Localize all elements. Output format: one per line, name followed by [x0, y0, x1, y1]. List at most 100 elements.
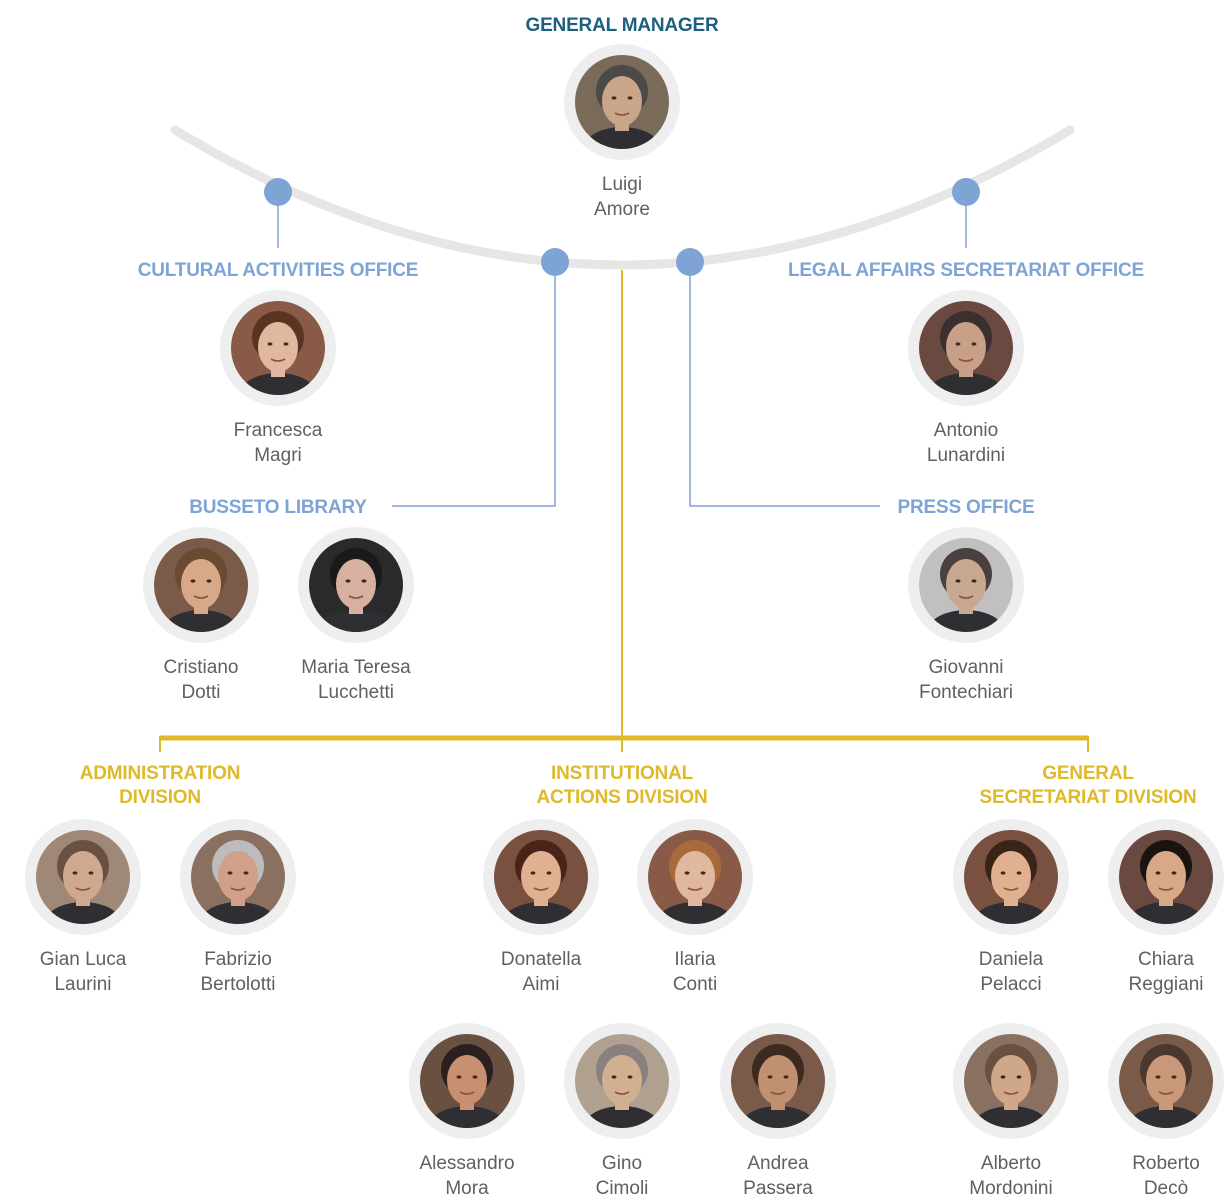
person-first-name: Luigi [601, 174, 643, 195]
person-first-name: Donatella [500, 949, 582, 970]
portrait-photo [154, 538, 248, 632]
portrait-image [1119, 830, 1213, 924]
portrait-photo [919, 301, 1013, 395]
person-last-name: Lunardini [926, 445, 1006, 466]
arc-connector [170, 125, 1075, 270]
portrait-photo [309, 538, 403, 632]
person-first-name: Daniela [978, 949, 1044, 970]
portrait-photo [964, 830, 1058, 924]
person-last-name: Bertolotti [200, 974, 276, 995]
node-dot-library [541, 248, 569, 276]
person-first-name: Roberto [1132, 1153, 1200, 1174]
portrait-photo [1119, 830, 1213, 924]
person-last-name: Decò [1143, 1178, 1189, 1199]
person-first-name: Alberto [980, 1153, 1042, 1174]
legal-office-title: LEGAL AFFAIRS SECRETARIAT OFFICE [787, 260, 1144, 281]
person-first-name: Alessandro [419, 1153, 515, 1174]
portrait-image [36, 830, 130, 924]
person-last-name: Conti [672, 974, 718, 995]
portrait-photo [575, 55, 669, 149]
person-last-name: Pelacci [980, 974, 1042, 995]
portrait-image [575, 1034, 669, 1128]
person-first-name: Maria Teresa [301, 657, 411, 678]
person-first-name: Gino [601, 1153, 643, 1174]
portrait-photo [191, 830, 285, 924]
press-office-title: PRESS OFFICE [897, 497, 1035, 518]
portrait-photo [494, 830, 588, 924]
portrait-ring [1108, 819, 1224, 935]
portrait-image [494, 830, 588, 924]
portrait-image [964, 1034, 1058, 1128]
connector-press-office [689, 262, 880, 507]
portrait-image [420, 1034, 514, 1128]
person-last-name: Mora [445, 1178, 489, 1199]
person-first-name: Fabrizio [204, 949, 272, 970]
person-last-name: Aimi [522, 974, 560, 995]
person-last-name: Passera [743, 1178, 813, 1199]
portrait-image [1119, 1034, 1213, 1128]
person-first-name: Chiara [1138, 949, 1194, 970]
portrait-photo [648, 830, 742, 924]
person-first-name: Antonio [933, 420, 999, 441]
portrait-image [731, 1034, 825, 1128]
portrait-ring [953, 819, 1069, 935]
portrait-photo [420, 1034, 514, 1128]
portrait-photo [919, 538, 1013, 632]
portrait-image [964, 830, 1058, 924]
portrait-image [648, 830, 742, 924]
portrait-ring [220, 290, 336, 406]
connector-library [392, 262, 556, 507]
node-dot-press [676, 248, 704, 276]
portrait-image [231, 301, 325, 395]
portrait-image [575, 55, 669, 149]
person-first-name: Francesca [233, 420, 323, 441]
portrait-image [191, 830, 285, 924]
portrait-photo [36, 830, 130, 924]
portrait-ring [564, 1023, 680, 1139]
portrait-photo [1119, 1034, 1213, 1128]
portrait-image [309, 538, 403, 632]
portrait-photo [731, 1034, 825, 1128]
portrait-ring [483, 819, 599, 935]
portrait-ring [1108, 1023, 1224, 1139]
node-dot-legal [952, 178, 980, 206]
portrait-ring [25, 819, 141, 935]
portrait-ring [564, 44, 680, 160]
portrait-ring [720, 1023, 836, 1139]
person-last-name: Amore [594, 199, 650, 220]
library-title: BUSSETO LIBRARY [189, 497, 367, 518]
portrait-image [919, 301, 1013, 395]
portrait-ring [143, 527, 259, 643]
person-first-name: Giovanni [928, 657, 1004, 678]
portrait-image [919, 538, 1013, 632]
node-dot-cultural [264, 178, 292, 206]
